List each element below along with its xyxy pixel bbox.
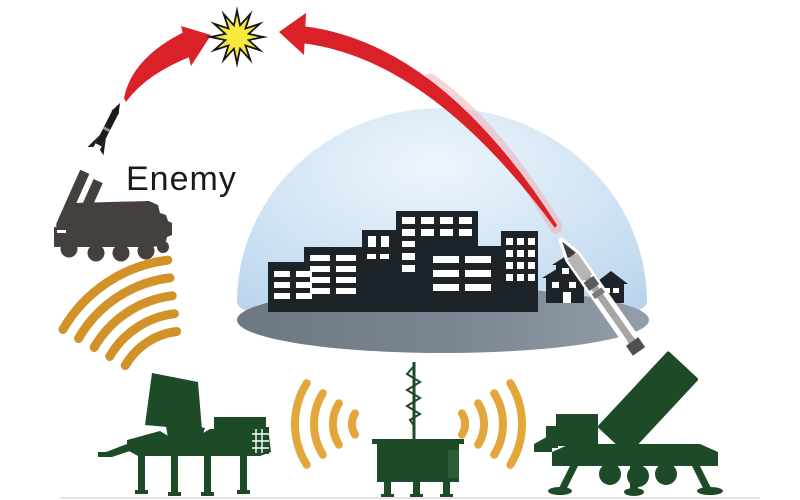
radar-trailer	[127, 427, 271, 456]
command-shelter	[377, 444, 459, 482]
radar-unit-icon	[98, 373, 271, 496]
wheel	[655, 463, 677, 485]
radar-signal-waves	[58, 255, 182, 370]
house-windows	[552, 268, 619, 303]
interceptor-trajectory-arrowhead	[279, 13, 306, 55]
command-signal-waves-right	[458, 379, 526, 469]
truck-body	[56, 201, 172, 247]
building	[427, 246, 501, 312]
antenna-mast	[412, 362, 416, 444]
interceptor-launcher-icon	[534, 351, 723, 496]
explosion-core	[215, 15, 259, 59]
wheel	[87, 244, 105, 262]
explosion-icon	[206, 6, 268, 68]
radar-ladder	[252, 429, 269, 453]
launch-canister	[598, 351, 698, 455]
antenna-zigzag	[405, 365, 422, 427]
building	[362, 230, 396, 312]
wheel	[157, 241, 169, 253]
wheel	[599, 463, 621, 485]
enemy-trajectory-arc	[124, 32, 192, 102]
enemy-trajectory	[124, 26, 211, 102]
city-windows-back	[274, 217, 472, 299]
enemy-launcher-icon	[54, 169, 172, 262]
command-post-icon	[372, 362, 464, 497]
city-windows-front	[433, 238, 535, 291]
city-skyline	[268, 211, 628, 312]
enemy-missile-icon	[87, 103, 120, 156]
command-signal-waves-left	[291, 379, 359, 469]
shelter-door	[448, 450, 459, 478]
windshield	[57, 230, 66, 233]
enemy-trajectory-arrowhead	[181, 26, 211, 66]
interceptor-trajectory-arc	[301, 26, 557, 228]
interceptor-missile-icon	[558, 237, 649, 360]
launcher-trailer	[552, 444, 718, 466]
wheel	[60, 240, 78, 258]
missile-nose	[562, 241, 576, 259]
bottom-edge-artifact	[60, 497, 760, 499]
wheel	[137, 242, 155, 260]
interceptor-trajectory	[279, 13, 557, 228]
wheel	[112, 244, 130, 262]
enemy-label: Enemy	[126, 160, 237, 198]
radar-panel	[145, 373, 202, 430]
